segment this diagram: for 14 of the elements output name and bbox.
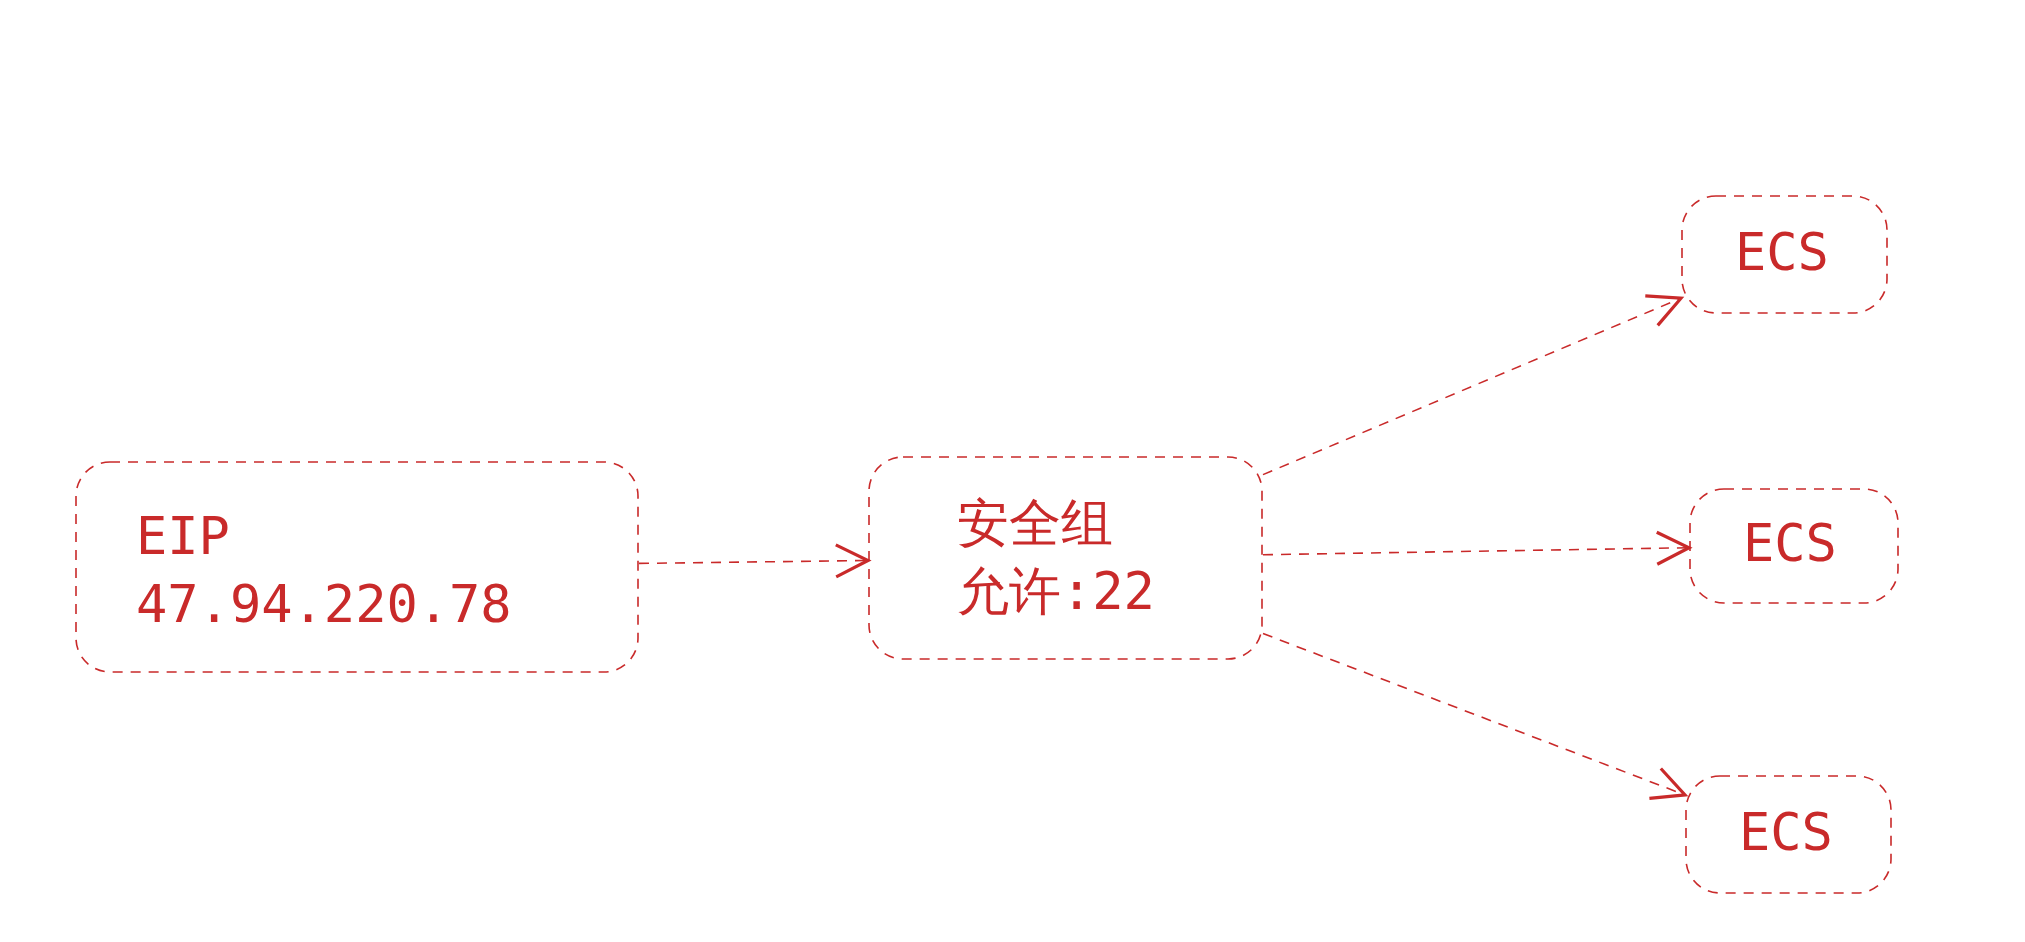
arrow bbox=[1262, 632, 1687, 801]
process-box bbox=[1685, 775, 1892, 894]
node-label: ECS bbox=[1743, 512, 1837, 575]
process-box bbox=[75, 461, 639, 673]
node-label: EIP 47.94.220.78 bbox=[136, 505, 512, 636]
process-box bbox=[868, 456, 1263, 660]
node-label: 安全组允许:22 bbox=[957, 492, 1156, 623]
arrow bbox=[1262, 294, 1683, 476]
process-box bbox=[1689, 488, 1899, 604]
arrow bbox=[638, 543, 870, 579]
process-box bbox=[1681, 195, 1888, 314]
arrow bbox=[1262, 530, 1691, 566]
node-label: ECS bbox=[1739, 801, 1833, 864]
node-label: ECS bbox=[1735, 221, 1829, 284]
